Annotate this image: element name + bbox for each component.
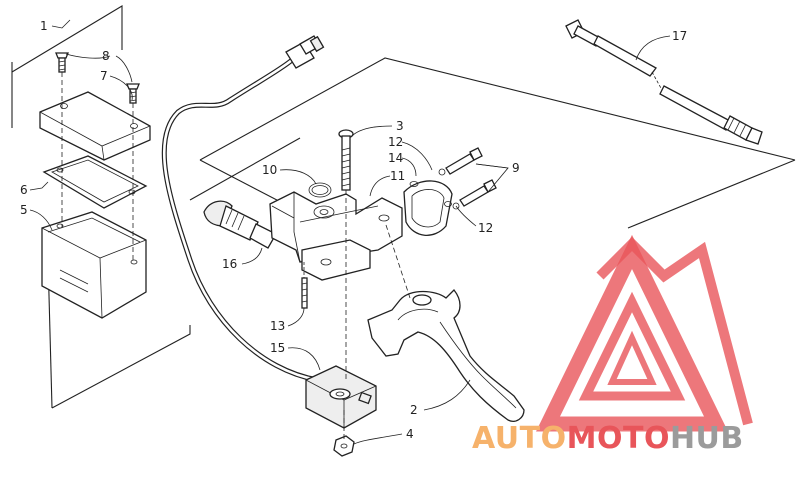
lock-nut: [333, 435, 355, 457]
brake-light-switch: [305, 365, 377, 429]
callout-15: 15: [270, 341, 285, 355]
assembly-guides: [303, 190, 411, 440]
watermark-auto: AUTO: [472, 421, 567, 456]
callout-8: 8: [102, 49, 110, 63]
watermark-triangle: [535, 234, 729, 432]
watermark-hub: HUB: [670, 421, 744, 456]
reservoir-body: [41, 211, 147, 319]
o-ring: [308, 182, 332, 198]
reservoir-gasket: [42, 155, 148, 209]
brake-lever: [367, 289, 525, 422]
callout-11: 11: [390, 169, 405, 183]
callout-2: 2: [410, 403, 418, 417]
callout-1: 1: [40, 19, 48, 33]
watermark-logo: AUTOMOTOHUB: [472, 234, 753, 456]
callout-10: 10: [262, 163, 277, 177]
callout-14: 14: [388, 151, 403, 165]
callout-9: 9: [512, 161, 520, 175]
watermark-moto: MOTO: [567, 421, 670, 456]
panel-outlines: [11, 5, 796, 409]
brake-switch-harness: [161, 35, 325, 383]
master-cylinder-piston: [203, 200, 277, 249]
callout-3: 3: [396, 119, 404, 133]
callout-12-top: 12: [388, 135, 403, 149]
callout-17: 17: [672, 29, 687, 43]
watermark-text: AUTOMOTOHUB: [472, 421, 744, 456]
reservoir-assembly-lines: [61, 72, 134, 262]
master-cylinder-screw: [338, 129, 354, 191]
callout-6: 6: [20, 183, 28, 197]
callout-7: 7: [100, 69, 108, 83]
master-cylinder-body: [269, 191, 403, 281]
callout-13: 13: [270, 319, 285, 333]
clamp-screws: [438, 147, 497, 210]
callout-labels: 1 2 3 4 5 6 7 8 9 10 11 12 12 13 14 15 1…: [20, 19, 687, 441]
pivot-screw: [301, 277, 308, 309]
callout-5: 5: [20, 203, 28, 217]
leader-lines: [29, 19, 671, 445]
callout-12-bottom: 12: [478, 221, 493, 235]
banjo-bolt: [565, 19, 763, 145]
reservoir-cover-screws: [55, 52, 140, 104]
callout-4: 4: [406, 427, 414, 441]
callout-16: 16: [222, 257, 237, 271]
reservoir-cover: [39, 91, 151, 161]
handlebar-clamp: [403, 180, 453, 236]
